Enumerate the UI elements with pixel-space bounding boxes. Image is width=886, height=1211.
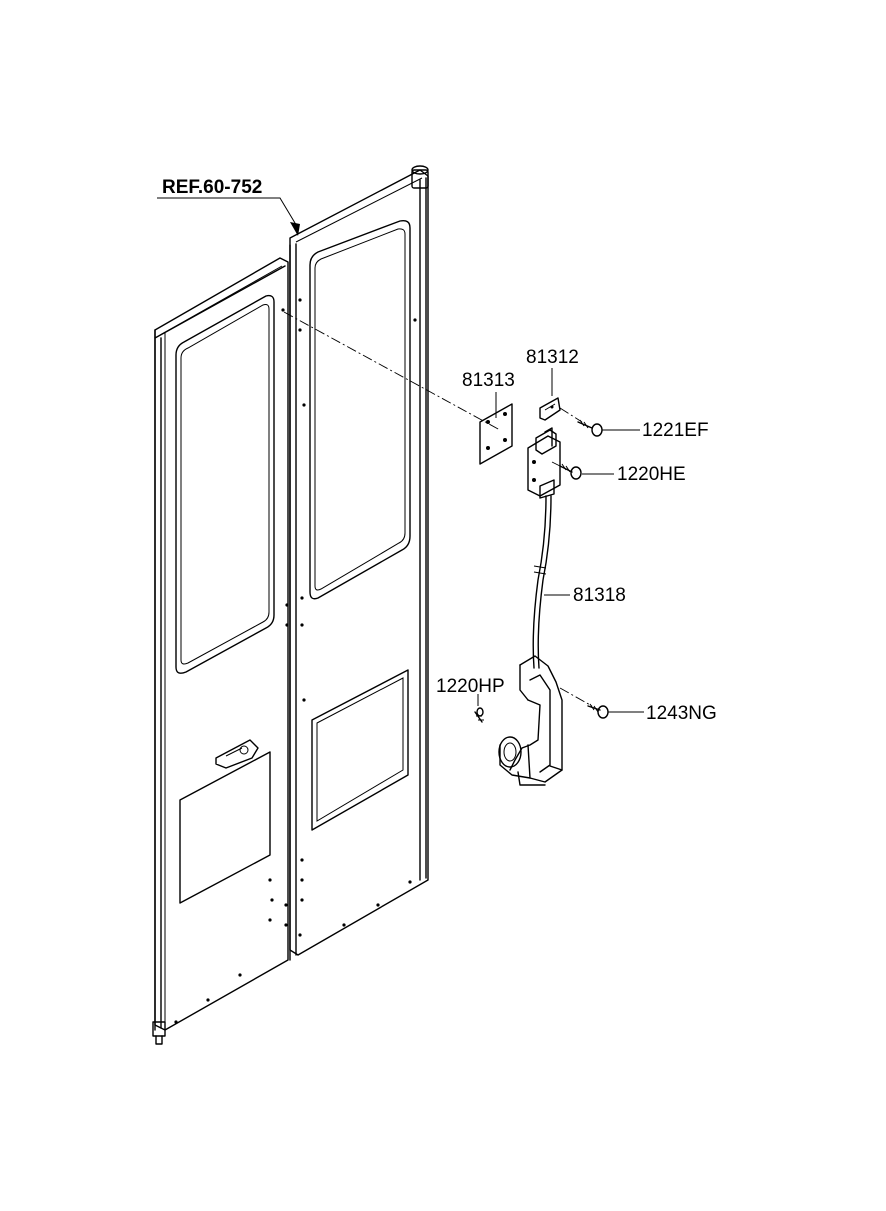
lower-latch	[498, 655, 563, 786]
left-door-panel	[152, 257, 289, 1045]
label-1243NG: 1243NG	[646, 703, 717, 724]
screw-1220HP	[474, 707, 484, 723]
label-1220HE: 1220HE	[617, 464, 686, 485]
right-door-panel	[281, 165, 429, 961]
striker-plate-81313	[479, 403, 513, 465]
label-81313: 81313	[462, 370, 515, 391]
label-1220HP: 1220HP	[436, 676, 505, 697]
reference-callout: REF.60-752	[157, 177, 300, 236]
label-leaders	[477, 368, 644, 713]
screw-1221EF	[577, 419, 603, 437]
label-81318: 81318	[573, 585, 626, 606]
reference-label: REF.60-752	[162, 177, 262, 198]
label-81312: 81312	[526, 347, 579, 368]
label-1221EF: 1221EF	[642, 420, 709, 441]
screw-1243NG	[587, 703, 609, 719]
screw-1220HE	[559, 463, 582, 480]
projection-line	[283, 311, 501, 431]
latch-assembly	[527, 427, 561, 499]
bracket-81312	[539, 397, 561, 421]
cable-81318	[532, 495, 552, 669]
